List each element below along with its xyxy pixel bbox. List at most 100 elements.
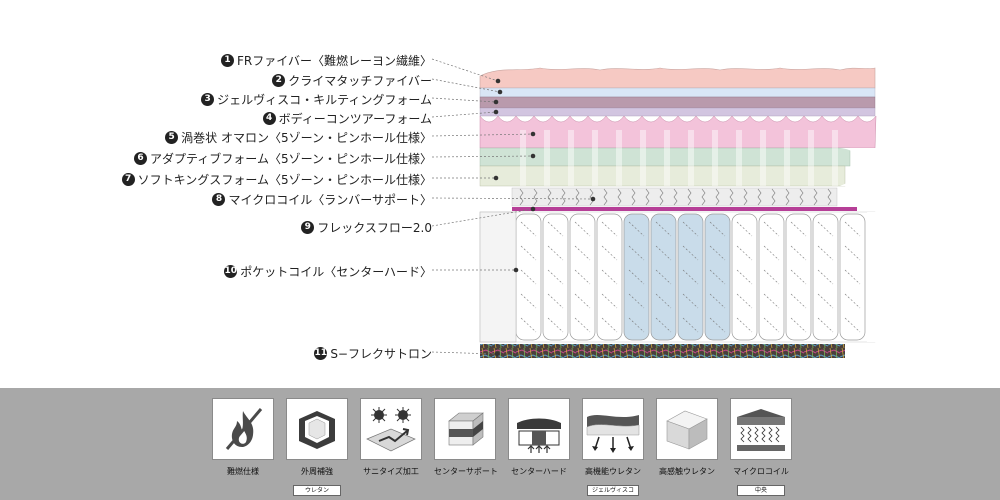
feature-icon-box — [582, 398, 644, 460]
feature-label: 高機能ウレタン — [585, 467, 641, 476]
feature-center-hard: センターハード — [508, 398, 570, 477]
layer-number-2: 2 — [272, 74, 286, 87]
layer-label-2: 2 クライマタッチファイバー — [272, 72, 432, 89]
perimeter-frame-icon — [299, 411, 335, 449]
leader-dot-1 — [495, 78, 501, 84]
perimeter-edge — [479, 211, 517, 343]
leader-dot-11 — [494, 351, 500, 357]
feature-icon-box — [730, 398, 792, 460]
feature-flame-retardant: 難燃仕様 — [212, 398, 274, 477]
pinhole-column — [784, 130, 790, 186]
micro-coil-spring — [589, 188, 594, 206]
layer-label-3: 3 ジェルヴィスコ・キルティングフォーム — [201, 91, 432, 108]
pinhole-column — [568, 130, 574, 186]
layer-number-3: 3 — [201, 93, 215, 106]
layer-omalon — [479, 115, 877, 149]
feature-icon-box — [212, 398, 274, 460]
layer-soft-kings — [479, 165, 846, 187]
micro-coil-spring — [687, 188, 692, 206]
pocket-coil — [542, 213, 569, 341]
leader-line-5 — [431, 133, 534, 137]
layer-text-6: アダプティブフォーム〈5ゾーン・ピンホール仕様〉 — [150, 152, 432, 166]
center-pocket-coil — [623, 213, 650, 341]
flame-off-icon — [225, 408, 263, 450]
layer-number-9: 9 — [301, 221, 315, 234]
layer-text-5: 渦巻状 オマロン〈5ゾーン・ピンホール仕様〉 — [181, 131, 432, 145]
pinhole-column — [640, 130, 646, 186]
cutaway-edge — [866, 212, 895, 342]
pinhole-column — [688, 130, 694, 186]
center-pocket-coil — [704, 213, 731, 341]
feature-center-support: センターサポート — [434, 398, 498, 477]
pocket-coil — [569, 213, 596, 341]
leader-dot-4 — [493, 109, 499, 115]
micro-coil-spring — [771, 188, 776, 206]
leader-dot-2 — [497, 89, 503, 95]
layer-label-4: 4 ボディーコンツアーフォーム — [262, 110, 432, 127]
feature-sublabel: ジェルヴィスコ — [586, 485, 639, 496]
layer-label-8: 8 マイクロコイル〈ランバーサポート〉 — [212, 191, 432, 208]
leader-dot-8 — [590, 196, 596, 202]
layer-body-contour — [479, 107, 876, 117]
layer-label-6: 6 アダプティブフォーム〈5ゾーン・ピンホール仕様〉 — [134, 150, 432, 167]
feature-icon-box — [360, 398, 422, 460]
layer-label-10: 10 ポケットコイル〈センターハード〉 — [224, 263, 432, 280]
layer-number-6: 6 — [134, 152, 148, 165]
layer-micro-coil — [511, 187, 838, 207]
center-pocket-coil — [650, 213, 677, 341]
micro-coil-spring — [547, 188, 552, 206]
feature-icon-box — [434, 398, 496, 460]
micro-coil-icon — [737, 409, 785, 451]
layer-gel-visco — [479, 96, 876, 109]
pinhole-column — [592, 130, 598, 186]
layer-number-11: 11 — [314, 347, 328, 360]
feature-label: 高感触ウレタン — [659, 467, 715, 476]
layer-number-5: 5 — [165, 131, 179, 144]
micro-coil-spring — [827, 188, 832, 206]
layer-text-4: ボディーコンツアーフォーム — [278, 112, 432, 126]
feature-sublabel: 中央 — [737, 485, 785, 496]
pinhole-column — [760, 130, 766, 186]
layer-number-1: 1 — [220, 54, 234, 67]
pinhole-column — [808, 130, 814, 186]
feature-icon-box — [656, 398, 718, 460]
center-pocket-coil — [677, 213, 704, 341]
layer-text-10: ポケットコイル〈センターハード〉 — [240, 265, 432, 279]
leader-dot-6 — [530, 153, 536, 159]
sanitize-icon — [366, 407, 416, 452]
layer-fr-fiber — [479, 67, 876, 89]
micro-coil-spring — [645, 188, 650, 206]
feature-label: 外周補強 — [301, 467, 333, 476]
pocket-coil — [785, 213, 812, 341]
micro-coil-spring — [729, 188, 734, 206]
micro-coil-spring — [673, 188, 678, 206]
leader-line-4 — [431, 111, 497, 118]
layer-text-2: クライマタッチファイバー — [288, 74, 432, 88]
layer-label-5: 5 渦巻状 オマロン〈5ゾーン・ピンホール仕様〉 — [165, 129, 432, 146]
leader-dot-9 — [530, 206, 536, 212]
layer-label-1: 1 FRファイバー〈難燃レーヨン繊維〉 — [220, 52, 432, 69]
leader-line-9 — [431, 208, 534, 227]
pinhole-column — [736, 130, 742, 186]
leader-dot-3 — [493, 99, 499, 105]
pocket-coil — [731, 213, 758, 341]
leader-dot-7 — [493, 175, 499, 181]
layer-text-7: ソフトキングスフォーム〈5ゾーン・ピンホール仕様〉 — [137, 173, 432, 187]
layer-flexflow — [512, 207, 857, 211]
leader-line-2 — [431, 78, 501, 93]
layer-sflexatron — [480, 344, 845, 358]
pocket-coil — [758, 213, 785, 341]
feature-icon-box — [286, 398, 348, 460]
micro-coil-spring — [561, 188, 566, 206]
pocket-coil — [812, 213, 839, 341]
pinhole-column — [832, 130, 838, 186]
micro-coil-spring — [519, 188, 524, 206]
pocket-coil — [596, 213, 623, 341]
pressure-foam-icon — [586, 415, 640, 453]
micro-coil-spring — [743, 188, 748, 206]
feature-icon-box — [508, 398, 570, 460]
layer-text-1: FRファイバー〈難燃レーヨン繊維〉 — [236, 54, 432, 68]
pinhole-column — [712, 130, 718, 186]
layer-text-3: ジェルヴィスコ・キルティングフォーム — [217, 93, 432, 107]
mattress-cross-section: 1 FRファイバー〈難燃レーヨン繊維〉 2 クライマタッチファイバー 3 ジェル… — [121, 52, 895, 361]
